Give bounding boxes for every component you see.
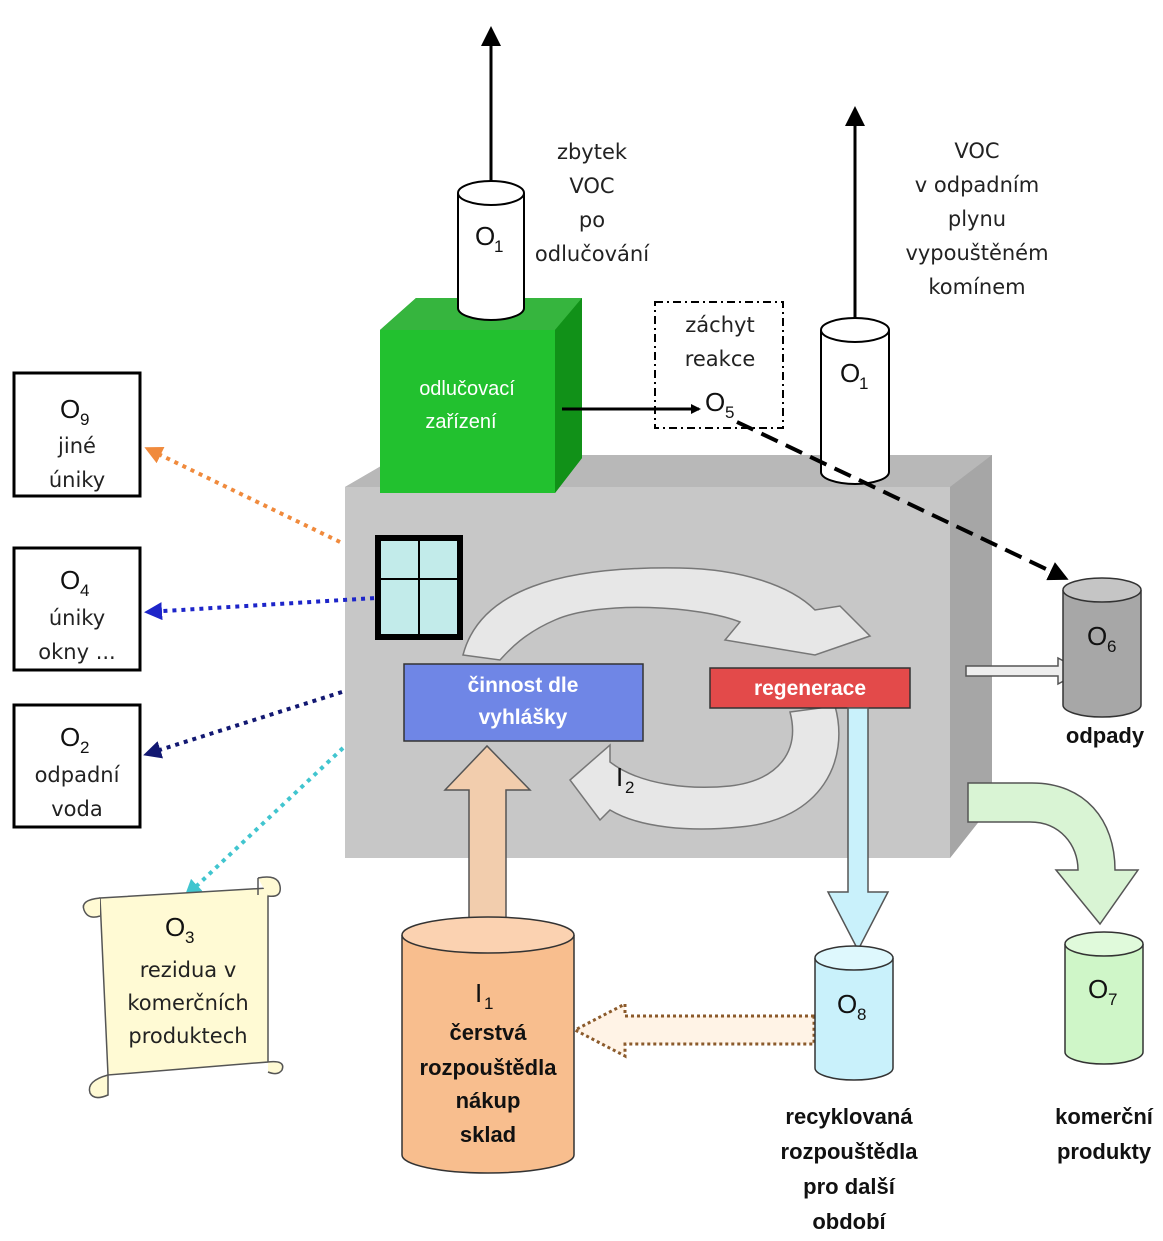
- svg-text:odlučování: odlučování: [535, 242, 650, 266]
- o1-right-sub: 1: [859, 374, 868, 393]
- svg-text:zbytek: zbytek: [557, 140, 628, 164]
- svg-text:nákup: nákup: [456, 1088, 521, 1113]
- svg-text:komerční: komerční: [1055, 1104, 1154, 1129]
- arrow-to-o3: [184, 746, 345, 898]
- svg-text:pro další: pro další: [803, 1174, 896, 1199]
- svg-text:rozpouštědla: rozpouštědla: [420, 1055, 558, 1080]
- svg-text:úniky: úniky: [49, 606, 105, 630]
- regeneration-box: regenerace: [709, 667, 911, 709]
- svg-text:odpadní: odpadní: [35, 763, 121, 787]
- svg-text:O: O: [837, 989, 857, 1019]
- o1-left-sub: 1: [494, 237, 503, 256]
- svg-text:plynu: plynu: [948, 207, 1006, 231]
- svg-text:O: O: [165, 912, 185, 942]
- cycle-top-arrow: [462, 567, 872, 661]
- note-voc-waste-gas: VOC v odpadním plynu vypouštěném komínem: [905, 139, 1048, 299]
- o2-box: O 2 odpadní voda: [12, 703, 142, 829]
- svg-text:vyhlášky: vyhlášky: [479, 706, 568, 729]
- svg-text:O: O: [60, 394, 80, 424]
- o9-box: O 9 jiné úniky: [12, 371, 142, 498]
- stack-o1-right: O 1: [820, 106, 890, 485]
- svg-text:jiné: jiné: [57, 434, 96, 458]
- window-icon: [375, 535, 463, 640]
- svg-text:recyklovaná: recyklovaná: [785, 1104, 913, 1129]
- o3-scroll: O 3 rezidua v komerčních produktech: [82, 876, 284, 1099]
- arrow-o8-to-i1: [571, 1001, 816, 1059]
- abatement-label-2: zařízení: [425, 411, 497, 433]
- o1-right-letter: O: [840, 358, 860, 388]
- o5-sub: 5: [725, 403, 734, 422]
- svg-text:O: O: [1087, 621, 1107, 651]
- o8-tank: O 8 recyklovaná rozpouštědla pro další o…: [781, 945, 919, 1234]
- svg-text:úniky: úniky: [49, 468, 105, 492]
- i2-sub: 2: [625, 778, 634, 797]
- o7-tank: O 7 komerční produkty: [1055, 931, 1154, 1164]
- arrow-process-to-o7: [967, 782, 1140, 926]
- svg-text:regenerace: regenerace: [754, 677, 866, 700]
- svg-text:O: O: [1088, 974, 1108, 1004]
- svg-text:VOC: VOC: [569, 174, 614, 198]
- o1-left-letter: O: [475, 221, 495, 251]
- note-residual-voc: zbytek VOC po odlučování: [535, 140, 650, 266]
- arrow-i1-to-activity: [443, 744, 532, 931]
- svg-text:produkty: produkty: [1057, 1139, 1152, 1164]
- svg-text:čerstvá: čerstvá: [449, 1020, 527, 1045]
- svg-text:komínem: komínem: [928, 275, 1025, 299]
- svg-text:7: 7: [1108, 990, 1117, 1009]
- svg-text:4: 4: [80, 581, 89, 600]
- svg-text:I: I: [475, 978, 482, 1008]
- svg-text:záchyt: záchyt: [685, 313, 754, 337]
- svg-text:v odpadním: v odpadním: [915, 173, 1039, 197]
- svg-text:okny ...: okny ...: [38, 640, 115, 664]
- svg-text:rozpouštědla: rozpouštědla: [781, 1139, 919, 1164]
- o6-caption: odpady: [1066, 723, 1145, 748]
- svg-text:voda: voda: [51, 797, 102, 821]
- svg-text:O: O: [60, 565, 80, 595]
- capture-box-o5: záchyt reakce O 5: [654, 301, 784, 429]
- activity-box: činnost dle vyhlášky: [403, 663, 644, 742]
- o5-letter: O: [705, 387, 725, 417]
- svg-text:činnost dle: činnost dle: [468, 674, 579, 697]
- arrow-to-o2: [143, 690, 343, 759]
- i1-tank: I 1 čerstvá rozpouštědla nákup sklad: [401, 916, 575, 1174]
- cycle-bottom-arrow: I 2: [568, 705, 840, 830]
- svg-text:sklad: sklad: [460, 1122, 516, 1147]
- svg-text:období: období: [812, 1209, 886, 1234]
- svg-text:O: O: [60, 722, 80, 752]
- svg-text:vypouštěném: vypouštěném: [905, 241, 1048, 265]
- abatement-label-1: odlučovací: [419, 378, 515, 400]
- svg-text:8: 8: [857, 1005, 866, 1024]
- svg-text:6: 6: [1107, 637, 1116, 656]
- svg-text:2: 2: [80, 738, 89, 757]
- svg-text:po: po: [579, 208, 605, 232]
- svg-text:rezidua v: rezidua v: [140, 958, 237, 982]
- o6-tank: O 6 odpady: [1062, 577, 1145, 748]
- svg-text:3: 3: [185, 928, 194, 947]
- o4-box: O 4 úniky okny ...: [12, 546, 142, 672]
- svg-text:produktech: produktech: [128, 1024, 247, 1048]
- abatement-device: odlučovací zařízení: [380, 298, 582, 493]
- svg-text:reakce: reakce: [685, 347, 756, 371]
- svg-text:komerčních: komerčních: [127, 991, 248, 1015]
- svg-text:9: 9: [80, 410, 89, 429]
- stack-o1-left: O 1: [457, 26, 525, 321]
- svg-text:1: 1: [484, 994, 493, 1013]
- arrow-to-o9: [144, 447, 341, 544]
- arrow-o5-to-o6: [736, 420, 1069, 581]
- svg-text:VOC: VOC: [954, 139, 999, 163]
- arrow-regen-to-o8: [826, 707, 890, 952]
- i2-letter: I: [616, 762, 623, 792]
